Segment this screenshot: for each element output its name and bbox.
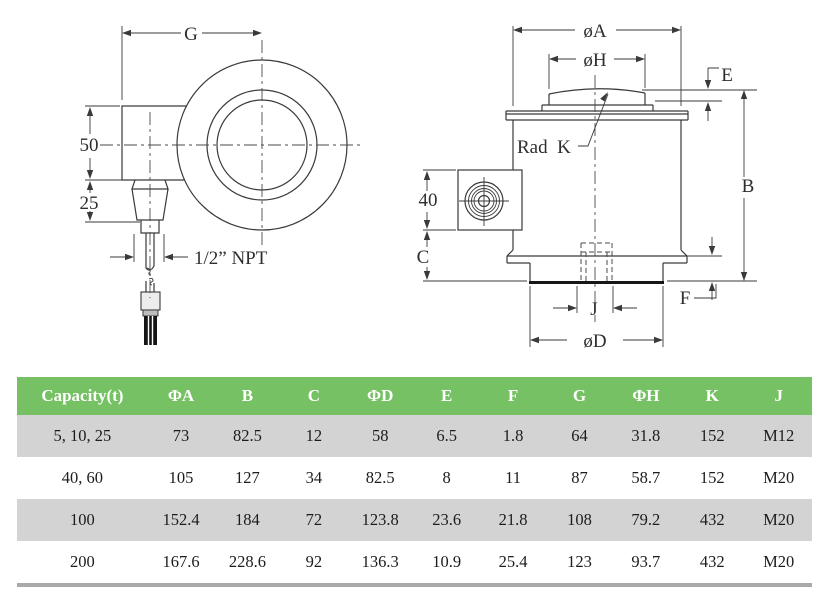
- data-cell: 64: [546, 415, 613, 457]
- data-cell: 58: [347, 415, 414, 457]
- side-view-outline: [457, 88, 689, 284]
- col-header-j: J: [745, 377, 812, 415]
- data-cell: 93.7: [612, 541, 680, 585]
- data-cell: 8: [413, 457, 480, 499]
- data-cell: 5, 10, 25: [17, 415, 148, 457]
- table-row: 200 167.6 228.6 92 136.3 10.9 25.4 123 9…: [17, 541, 812, 585]
- data-cell: 127: [214, 457, 281, 499]
- dim-label-j: J: [590, 299, 597, 320]
- dim-label-g: G: [184, 24, 198, 45]
- data-cell: 72: [280, 499, 348, 541]
- dimension-spec-table: Capacity(t) ΦA B C ΦD E F G ΦH K J 5, 10…: [17, 377, 812, 587]
- data-cell: 1.8: [479, 415, 547, 457]
- dim-label-e: E: [721, 65, 733, 86]
- data-cell: 31.8: [612, 415, 680, 457]
- table-row: 100 152.4 184 72 123.8 23.6 21.8 108 79.…: [17, 499, 812, 541]
- data-cell: 100: [17, 499, 148, 541]
- dim-label-phi-a: øA: [583, 21, 607, 42]
- data-cell: 58.7: [612, 457, 680, 499]
- dim-label-f: F: [680, 288, 691, 309]
- data-cell: 11: [479, 457, 547, 499]
- dim-label-50: 50: [80, 135, 99, 156]
- col-header-e: E: [413, 377, 480, 415]
- col-header-phi-d: ΦD: [347, 377, 414, 415]
- data-cell: 40, 60: [17, 457, 148, 499]
- data-cell: 23.6: [413, 499, 480, 541]
- col-header-phi-h: ΦH: [612, 377, 680, 415]
- data-cell: 136.3: [347, 541, 414, 585]
- data-cell: 108: [546, 499, 613, 541]
- dim-label-b: B: [742, 176, 755, 197]
- data-cell: 432: [679, 499, 746, 541]
- data-cell: 82.5: [347, 457, 414, 499]
- dim-label-npt: 1/2” NPT: [194, 248, 268, 269]
- col-header-c: C: [280, 377, 348, 415]
- col-header-capacity: Capacity(t): [17, 377, 148, 415]
- dim-label-c: C: [417, 247, 430, 268]
- col-header-g: G: [546, 377, 613, 415]
- top-view-outline: [121, 59, 348, 345]
- table-row: 40, 60 105 127 34 82.5 8 11 87 58.7 152 …: [17, 457, 812, 499]
- dim-label-phi-h: øH: [583, 50, 607, 71]
- col-header-phi-a: ΦA: [147, 377, 215, 415]
- data-cell: 123: [546, 541, 613, 585]
- data-cell: 152.4: [147, 499, 215, 541]
- table-row: 5, 10, 25 73 82.5 12 58 6.5 1.8 64 31.8 …: [17, 415, 812, 457]
- data-cell: 21.8: [479, 499, 547, 541]
- data-cell: 92: [280, 541, 348, 585]
- data-cell: 10.9: [413, 541, 480, 585]
- data-cell: 6.5: [413, 415, 480, 457]
- dim-label-phi-d: øD: [583, 331, 606, 352]
- data-cell: 123.8: [347, 499, 414, 541]
- table-header-row: Capacity(t) ΦA B C ΦD E F G ΦH K J: [17, 377, 812, 415]
- data-cell: 34: [280, 457, 348, 499]
- data-cell: 228.6: [214, 541, 281, 585]
- data-cell: 152: [679, 457, 746, 499]
- data-cell: 432: [679, 541, 746, 585]
- data-cell: 152: [679, 415, 746, 457]
- top-view-drawing: G 50 25 1/2” NPT: [80, 24, 362, 345]
- col-header-b: B: [214, 377, 281, 415]
- col-header-k: K: [679, 377, 746, 415]
- dim-label-rad-k: Rad K: [517, 137, 571, 158]
- data-cell: M20: [745, 541, 812, 585]
- data-cell: 25.4: [479, 541, 547, 585]
- data-cell: 79.2: [612, 499, 680, 541]
- data-cell: 73: [147, 415, 215, 457]
- data-cell: 82.5: [214, 415, 281, 457]
- dim-label-40: 40: [419, 190, 438, 211]
- data-cell: M20: [745, 499, 812, 541]
- top-view-centerlines: [100, 40, 362, 298]
- top-view-dimensions: G 50 25 1/2” NPT: [80, 24, 268, 269]
- data-cell: 167.6: [147, 541, 215, 585]
- data-cell: 12: [280, 415, 348, 457]
- side-view-dimensions: øA øH E B Rad K: [417, 21, 757, 352]
- data-cell: M12: [745, 415, 812, 457]
- data-cell: 200: [17, 541, 148, 585]
- data-cell: 184: [214, 499, 281, 541]
- data-cell: 105: [147, 457, 215, 499]
- data-cell: M20: [745, 457, 812, 499]
- col-header-f: F: [479, 377, 547, 415]
- side-view-drawing: øA øH E B Rad K: [417, 21, 757, 352]
- data-cell: 87: [546, 457, 613, 499]
- technical-drawing: G 50 25 1/2” NPT: [80, 21, 757, 352]
- dim-label-25: 25: [80, 193, 99, 214]
